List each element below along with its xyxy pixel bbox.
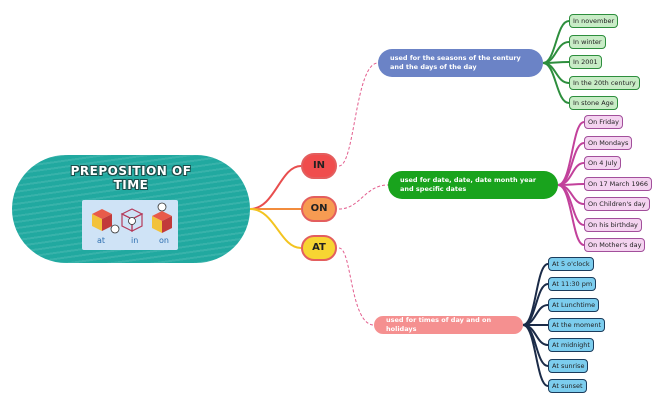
leaf-on-7[interactable]: On Mother's day [584, 238, 646, 252]
connector-root-at [249, 208, 302, 249]
leaf-on-4[interactable]: On 17 March 1966 [584, 177, 653, 191]
leaf-at-6[interactable]: At sunrise [548, 359, 589, 373]
connector-root-in [249, 165, 302, 210]
connector-on-leaf-7 [557, 184, 585, 246]
boxes-illustration [92, 202, 172, 234]
description-on[interactable]: used for date, date, date month year and… [388, 171, 558, 199]
description-at[interactable]: used for times of day and on holidays [374, 316, 523, 334]
root-title: PREPOSITION OF TIME [12, 164, 250, 192]
root-node[interactable]: PREPOSITION OF TIME at [12, 155, 250, 263]
description-in-text: used for the seasons of the century and … [390, 54, 521, 71]
leaf-at-4[interactable]: At the moment [548, 318, 605, 332]
connector-at-leaf-7 [522, 324, 549, 387]
label-in: in [131, 236, 139, 245]
leaf-in-3[interactable]: In 2001 [569, 55, 602, 69]
leaf-at-1[interactable]: At 5 o'clock [548, 257, 594, 271]
leaf-at-3[interactable]: At Lunchtime [548, 298, 600, 312]
label-on: on [159, 236, 169, 245]
leaf-in-4[interactable]: In the 20th century [569, 76, 640, 90]
description-in[interactable]: used for the seasons of the century and … [378, 49, 543, 77]
leaf-on-2[interactable]: On Mondays [584, 136, 633, 150]
leaf-on-3[interactable]: On 4 July [584, 156, 622, 170]
connector-at-desc [338, 247, 375, 326]
connector-at-leaf-2 [522, 283, 549, 326]
connector-at-leaf-6 [522, 324, 549, 367]
description-at-text: used for times of day and on holidays [386, 316, 492, 333]
root-title-line1: PREPOSITION OF [70, 164, 192, 178]
connector-on-desc [338, 184, 389, 210]
leaf-in-2[interactable]: In winter [569, 35, 606, 49]
connector-on-leaf-6 [557, 184, 585, 226]
leaf-on-1[interactable]: On Friday [584, 115, 624, 129]
leaf-at-2[interactable]: At 11:30 pm [548, 277, 597, 291]
leaf-at-7[interactable]: At sunset [548, 379, 587, 393]
label-at: at [97, 236, 106, 245]
description-on-text: used for date, date, date month year and… [400, 176, 537, 193]
connector-in-leaf-5 [542, 62, 570, 104]
branch-in[interactable]: IN [301, 153, 337, 179]
branch-on[interactable]: ON [301, 196, 337, 222]
leaf-on-6[interactable]: On his birthday [584, 218, 642, 232]
prepositions-illustration: at in on [82, 200, 178, 250]
root-title-line2: TIME [113, 178, 149, 192]
connector-in-desc [338, 62, 379, 167]
leaf-at-5[interactable]: At midnight [548, 338, 594, 352]
branch-at[interactable]: AT [301, 235, 337, 261]
leaf-in-5[interactable]: In stone Age [569, 96, 618, 110]
leaf-in-1[interactable]: In november [569, 14, 619, 28]
leaf-on-5[interactable]: On Children's day [584, 197, 650, 211]
